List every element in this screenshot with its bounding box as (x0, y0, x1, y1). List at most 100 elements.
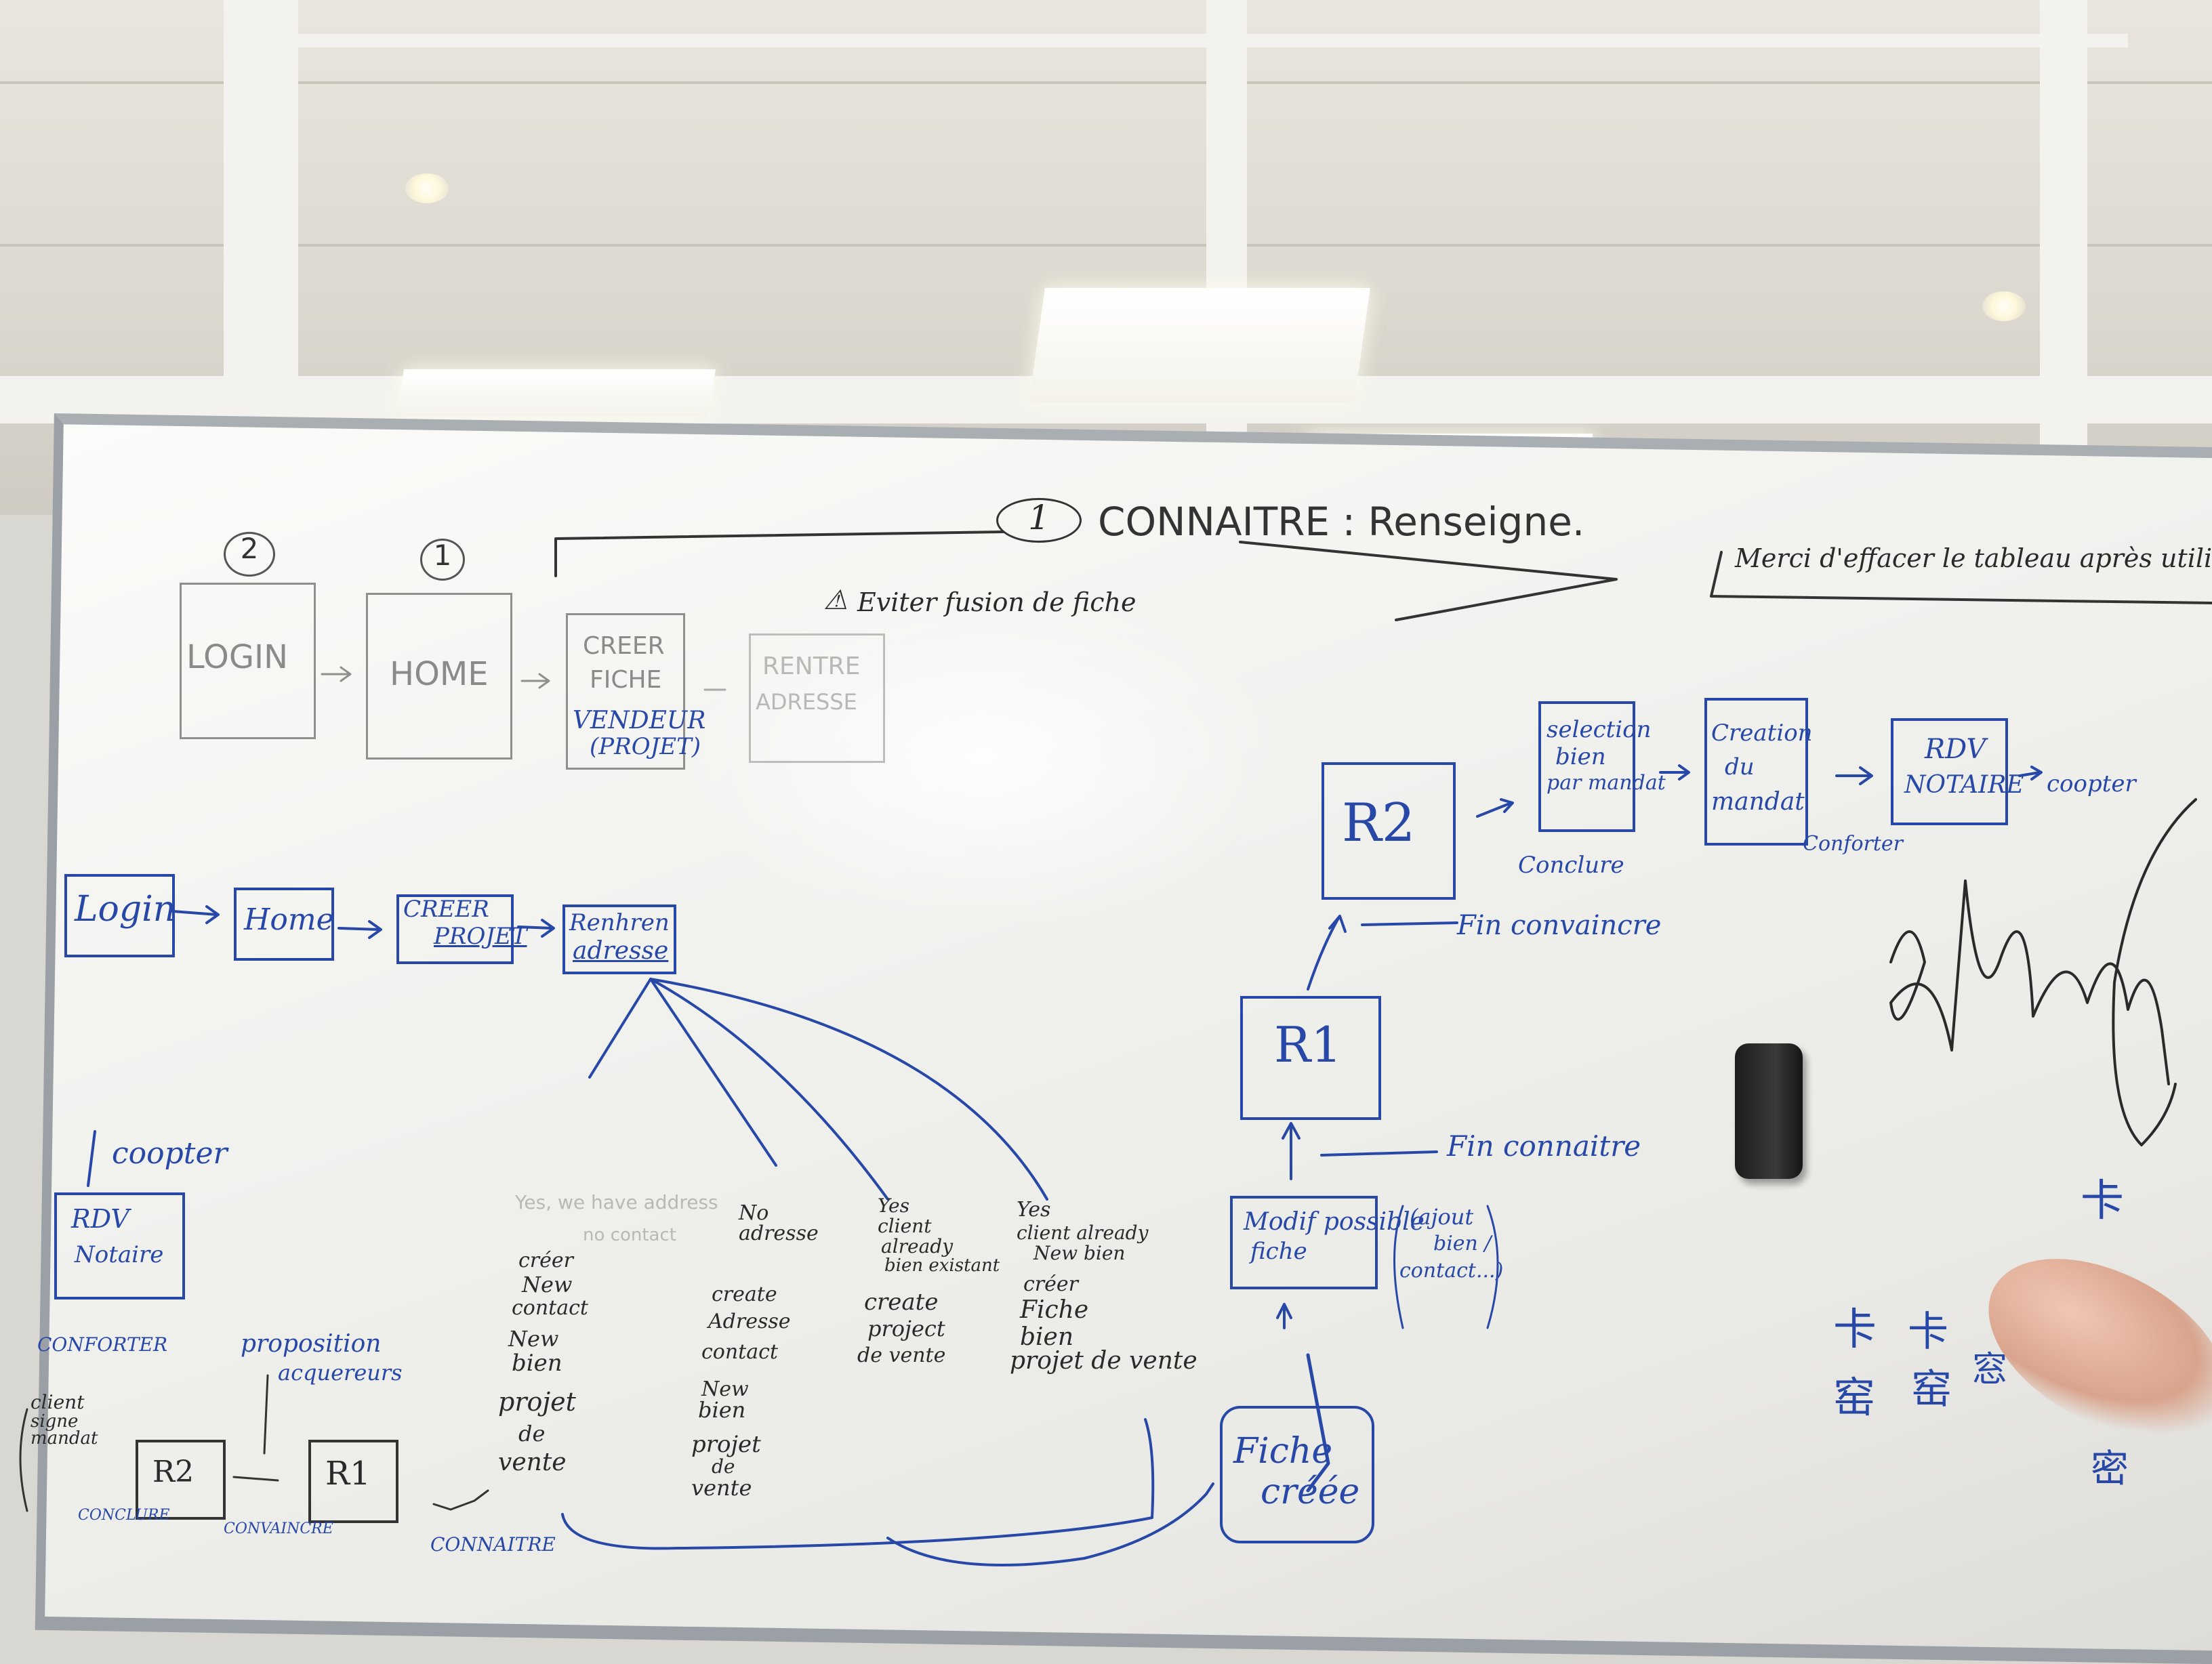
branch3-header: Yes (878, 1194, 909, 1217)
creer-fiche-box (566, 613, 685, 770)
branch1-item: projet (498, 1387, 576, 1417)
branch2-header: No (739, 1201, 769, 1225)
fiche-label: fiche (1250, 1238, 1307, 1265)
par-mandat-label: par mandat (1547, 771, 1666, 795)
creee-label: créée (1261, 1472, 1360, 1512)
branch2-header: adresse (739, 1222, 819, 1245)
conclure-label: Conclure (1518, 852, 1624, 879)
blue-arrow (1835, 766, 1873, 785)
client-bracket (19, 1408, 28, 1512)
rdv-label: RDV (1925, 734, 1986, 765)
fin-connaitre-label: Fin connaitre (1447, 1129, 1641, 1163)
creer-label: CREER (583, 632, 665, 660)
branch1-item: de (518, 1421, 546, 1447)
r2-r1-line (232, 1476, 279, 1482)
rdv-label: RDV (71, 1204, 129, 1234)
fin-convaincre-line (1361, 921, 1458, 926)
branch4-header: New bien (1033, 1242, 1126, 1264)
fiche-label: Fiche (1233, 1431, 1333, 1472)
r2-box (136, 1440, 226, 1520)
r1-label: R1 (325, 1455, 371, 1493)
warning-text: Eviter fusion de fiche (857, 587, 1136, 617)
selection-box (1538, 701, 1635, 832)
chinese-char: 卡 (1833, 1305, 1877, 1355)
du-label: du (1725, 753, 1755, 781)
r1-box (308, 1440, 398, 1523)
notaire-label: Notaire (75, 1241, 164, 1268)
r2-label: R2 (1342, 793, 1416, 854)
selection-label: selection (1547, 716, 1652, 743)
up-arrow (1276, 1303, 1292, 1329)
branch1-header: Yes, we have address (515, 1191, 718, 1213)
blue-arrow (1659, 764, 1690, 781)
renseigner-label: Renhren (569, 909, 670, 936)
renseigner-adresse-box (562, 904, 676, 974)
conforter-label: Conforter (1803, 832, 1903, 856)
home-box (366, 593, 512, 760)
fiche-arrow (1306, 1353, 1330, 1493)
signature-scribble (1889, 798, 2197, 1146)
creation-label: Creation (1711, 720, 1813, 747)
paren (1486, 1205, 1499, 1329)
rentre-label: RENTRE (762, 652, 861, 680)
notaire-label: NOTAIRE (1904, 771, 2024, 799)
circle-badge: 1 (996, 498, 1082, 543)
paren (1393, 1205, 1404, 1329)
proposition-line (263, 1374, 269, 1455)
mandat-label: mandat (30, 1428, 98, 1449)
branch1-item: New (522, 1272, 573, 1297)
r1-box (1240, 996, 1381, 1120)
branch1-item: créer (518, 1249, 573, 1272)
creer-label: CREER (403, 896, 489, 923)
blue-arrow (337, 920, 382, 939)
step-badge: 2 (224, 532, 275, 577)
login-box (180, 583, 316, 739)
branch1-item: bien (512, 1350, 562, 1377)
branch2-item: contact (701, 1340, 778, 1364)
warning-icon: ⚠ (823, 585, 848, 616)
rdv-notaire-box (54, 1192, 185, 1299)
fin-connaitre-line (1320, 1150, 1438, 1157)
branch3-item: create (864, 1289, 939, 1316)
blue-arrow (1476, 798, 1514, 818)
branch1-item: New (508, 1326, 559, 1352)
proposition-label: proposition (241, 1330, 382, 1358)
branch4-header: client already (1017, 1222, 1149, 1244)
modif-fiche-box (1230, 1196, 1378, 1289)
conclure-label: CONCLURE (78, 1507, 170, 1524)
branch4-item: créer (1023, 1272, 1078, 1296)
whiteboard-eraser (1735, 1043, 1803, 1179)
branch3-item: project (867, 1316, 945, 1341)
rdv-notaire-box (1891, 718, 2008, 825)
board-notice: Merci d'effacer le tableau après utilisa… (1735, 543, 2212, 573)
ceiling-light (405, 173, 449, 203)
creer-projet-box (396, 894, 514, 964)
branch4-header: Yes (1017, 1198, 1051, 1222)
branch2-item: vente (691, 1475, 752, 1501)
bien-label: bien (1555, 743, 1606, 770)
branch4-item: bien (1020, 1323, 1074, 1351)
branch4-item: projet de vente (1010, 1347, 1197, 1375)
fiche-label: FICHE (590, 666, 662, 694)
branch3-item: de vente (857, 1344, 946, 1367)
r2-box (1322, 762, 1456, 900)
home-box (234, 888, 334, 961)
coopter-line (87, 1130, 96, 1187)
client-label: client (30, 1391, 85, 1413)
blue-arrow (517, 919, 555, 938)
loop-curve (561, 1418, 1155, 1550)
blue-arrow (171, 905, 220, 924)
signe-label: signe (30, 1411, 79, 1432)
adresse-label: ADRESSE (756, 689, 857, 715)
chinese-char: 窓 (1972, 1350, 2008, 1390)
contact-label: contact...) (1399, 1259, 1504, 1283)
up-arrow (1307, 915, 1347, 991)
branch1-header: no contact (583, 1225, 676, 1245)
header-title: CONNAITRE : Renseigne. (1098, 499, 1585, 545)
branch2-item: projet (691, 1431, 761, 1458)
branch3-header: already (881, 1235, 954, 1257)
r1-label: R1 (1274, 1016, 1343, 1073)
projet-label: (PROJET) (590, 733, 701, 760)
branch2-item: bien (698, 1397, 746, 1423)
